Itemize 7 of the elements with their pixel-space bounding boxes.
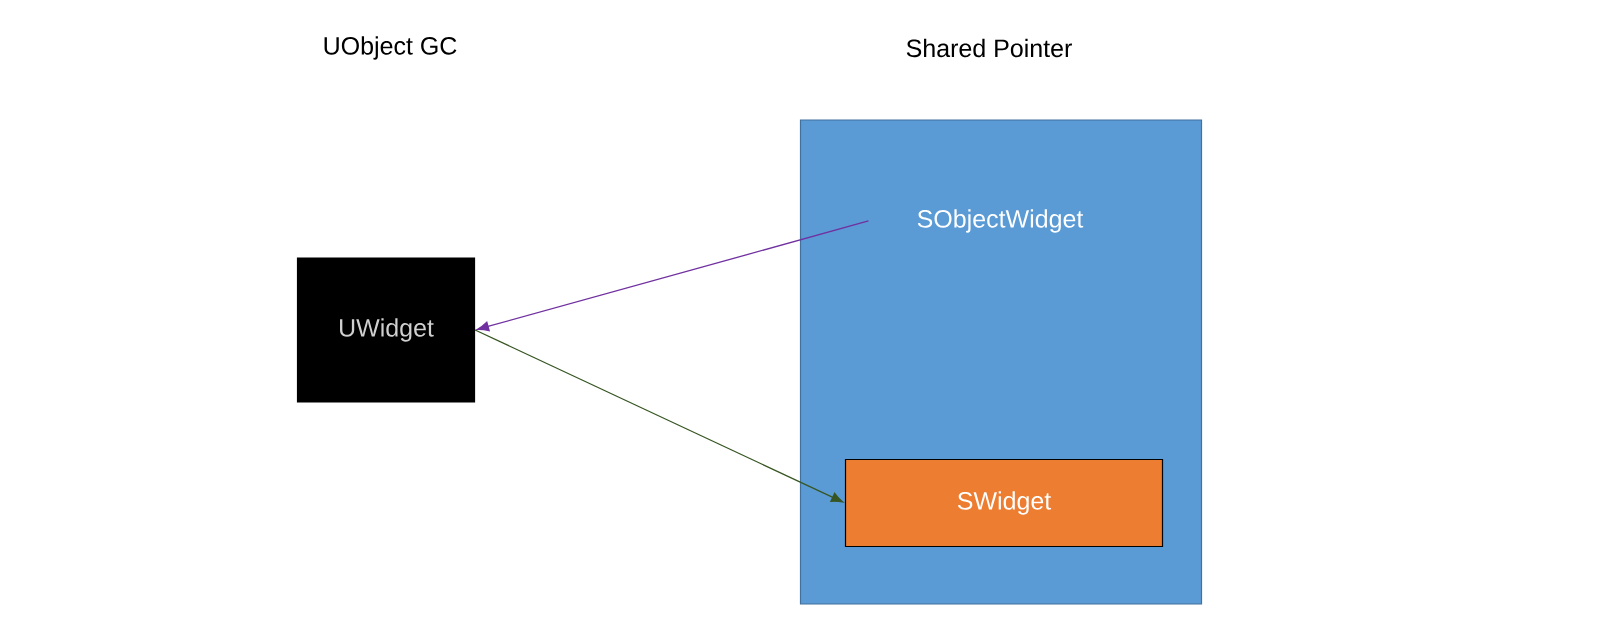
process-box: UWidget (296, 257, 476, 403)
arrow (476, 220, 870, 332)
node-text: SObjectWidget (917, 209, 1084, 233)
process-box: SWidget (844, 458, 1164, 548)
arrow (474, 329, 844, 503)
column-heading: Shared Pointer (906, 38, 1072, 58)
column-heading: UObject GC (324, 36, 457, 60)
